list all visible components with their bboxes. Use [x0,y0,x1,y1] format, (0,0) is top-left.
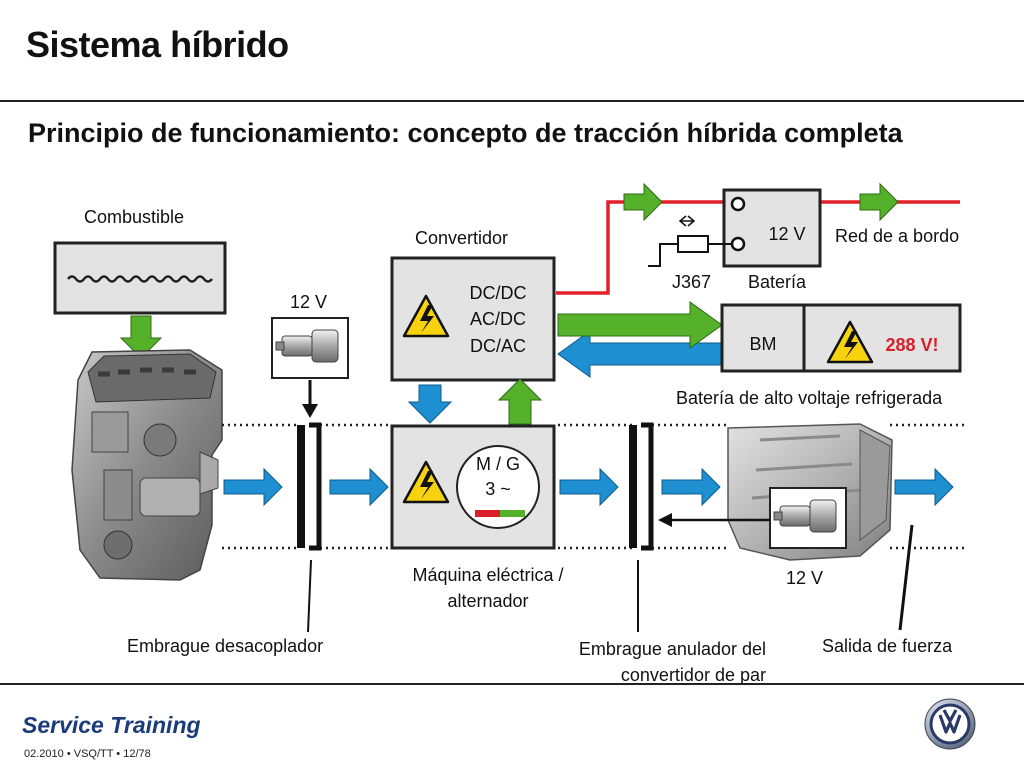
slide-title: Sistema híbrido [26,24,289,65]
clutch-to-machine-arrow [329,467,389,507]
slide-subtitle: Principio de funcionamiento: concepto de… [28,118,903,148]
battery-label: Batería [748,272,807,292]
machine-high-voltage-warning-icon [402,460,450,504]
combustion-engine-icon [71,349,223,581]
motor-generator-bottom: 3 ~ [485,479,511,499]
motor-generator-symbol [456,445,540,529]
footer-divider [0,683,1024,685]
gearbox-starter-motor-icon [773,499,837,533]
fuel-level-wave-icon [67,275,213,283]
converter-to-machine-arrow [407,384,453,424]
starter-motor-icon [275,329,339,363]
onboard-network-label: Red de a bordo [835,226,960,246]
fuel-label: Combustible [84,207,185,227]
lockup-to-gearbox-arrow [661,467,721,507]
fuel-to-engine-arrow [119,315,163,359]
battery-terminal-top [730,196,746,212]
header-divider [0,100,1024,102]
hv-battery-to-converter-arrow [557,330,723,378]
converter-label: Convertidor [415,228,509,248]
machine-to-converter-arrow [497,378,543,425]
hv-voltage-label: 288 V! [885,335,938,355]
motor-generator-top: M / G [476,454,520,474]
battery-terminal-bottom [730,236,746,252]
hybrid-drive-diagram: DC/DC AC/DC DC/AC M / G 3 ~ BM 288 V! 12… [53,182,965,633]
j367-label: J367 [672,272,712,292]
j367-battery-sensor-icon [648,215,732,267]
leader-output [898,524,914,631]
converter-to-hv-battery-arrow [557,301,723,349]
engine-to-clutch-arrow [223,467,283,507]
electric-machine-label: Máquina eléctrica / alternador [412,565,564,611]
machine-to-lockup-arrow [559,467,619,507]
lockup-clutch [629,422,654,551]
decoupler-clutch-label: Embrague desacoplador [127,636,324,656]
power-output-label: Salida de fuerza [822,636,953,656]
decoupler-clutch [297,422,322,551]
gearbox-output-arrow [894,467,954,507]
converter-line-dcdc: DC/DC [470,283,527,303]
footer-meta: 02.2010 • VSQ/TT • 12/78 [24,748,151,760]
network-arrow-left [623,182,663,222]
converter-line-acdc: AC/DC [470,309,526,329]
vw-logo-icon [924,698,976,750]
footer-brand: Service Training [22,712,201,738]
high-voltage-warning-icon [402,294,450,338]
battery-12v-voltage: 12 V [768,224,805,244]
hv-battery-label: Batería de alto voltaje refrigerada [676,388,943,408]
hv-battery-warning-icon [826,320,874,364]
network-arrow-right [859,182,899,222]
starter-voltage-label: 12 V [290,292,328,312]
lockup-clutch-label: Embrague anulador del convertidor de par [578,639,766,685]
converter-line-dcac: DC/AC [470,336,526,356]
leader-decoupler [307,559,312,633]
battery-manager-label: BM [750,334,777,354]
gearbox-starter-voltage-label: 12 V [786,568,824,588]
